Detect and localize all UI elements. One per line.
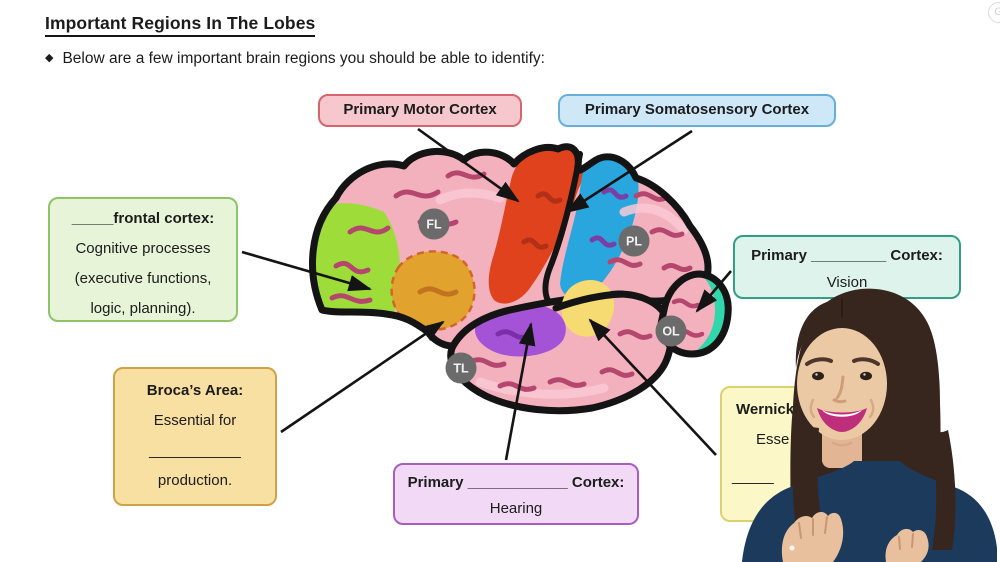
visual-teal-region [692,274,729,354]
arrow-somatosensory [565,129,693,214]
lobe-badge-pl: PL [618,225,650,257]
callout-title: Primary ____________ Cortex: [407,474,625,491]
svg-text:OL: OL [662,325,680,339]
page-title: Important Regions In The Lobes [45,13,316,37]
callout-broca-area: Broca’s Area: Essential for ___________ … [113,367,277,506]
motor-red-region [488,146,584,304]
callout-line: _____ [732,468,774,485]
prefrontal-green-region [312,203,400,346]
callout-line: Vision [826,274,868,291]
arrow-broca [280,320,445,434]
callout-title: Broca’s Area: [146,382,244,399]
arrow-wernicke [588,318,717,456]
cerebrum-region [309,143,712,350]
arrow-visual [695,270,732,313]
svg-text:TL: TL [453,362,469,376]
temporal-lobe-region [447,290,675,415]
wernicke-yellow-region [561,279,615,337]
arrow-motor [417,127,520,203]
callout-line: Essential for [153,412,237,429]
callout-wernicke-area: Wernick Esse _____ [720,386,872,522]
central-sulcus-line [542,151,583,313]
callout-primary-somatosensory-cortex: Primary Somatosensory Cortex [558,94,836,127]
intro-bullet-text: Below are a few important brain regions … [62,50,545,67]
broca-orange-region [390,250,476,332]
callout-title: Wernick [736,401,795,418]
callout-line: (executive functions, [74,270,212,287]
callout-title: _____frontal cortex: [71,210,215,227]
callout-line: Hearing [489,500,543,517]
watermark-g-icon: G [988,2,1000,23]
arrow-auditory [504,321,536,461]
lobe-badge-tl: TL [445,352,477,384]
occipital-lobe-region [657,270,732,358]
lobe-badges: FL PL TL OL [418,208,687,384]
callout-prefrontal-cortex: _____frontal cortex: Cognitive processes… [48,197,238,322]
callout-line: logic, planning). [90,300,196,317]
callout-line: production. [157,472,233,489]
svg-text:PL: PL [626,235,642,249]
diamond-bullet-icon: ◆ [45,52,54,64]
somatosensory-blue-region [560,148,639,299]
svg-text:FL: FL [426,218,442,232]
callout-primary-visual-cortex: Primary _________ Cortex: Vision [733,235,961,299]
intro-bullet: ◆ Below are a few important brain regions… [45,50,545,68]
callout-primary-auditory-cortex: Primary ____________ Cortex: Hearing [393,463,639,525]
auditory-purple-region [474,303,566,357]
callout-primary-motor-cortex: Primary Motor Cortex [318,94,522,127]
callout-line: Cognitive processes [75,240,211,257]
lobe-badge-ol: OL [655,315,687,347]
callout-line: ___________ [149,442,241,459]
arrow-prefrontal [241,250,372,292]
callout-title: Primary _________ Cortex: [751,247,943,264]
lobe-badge-fl: FL [418,208,450,240]
callout-line: Esse [756,431,790,448]
